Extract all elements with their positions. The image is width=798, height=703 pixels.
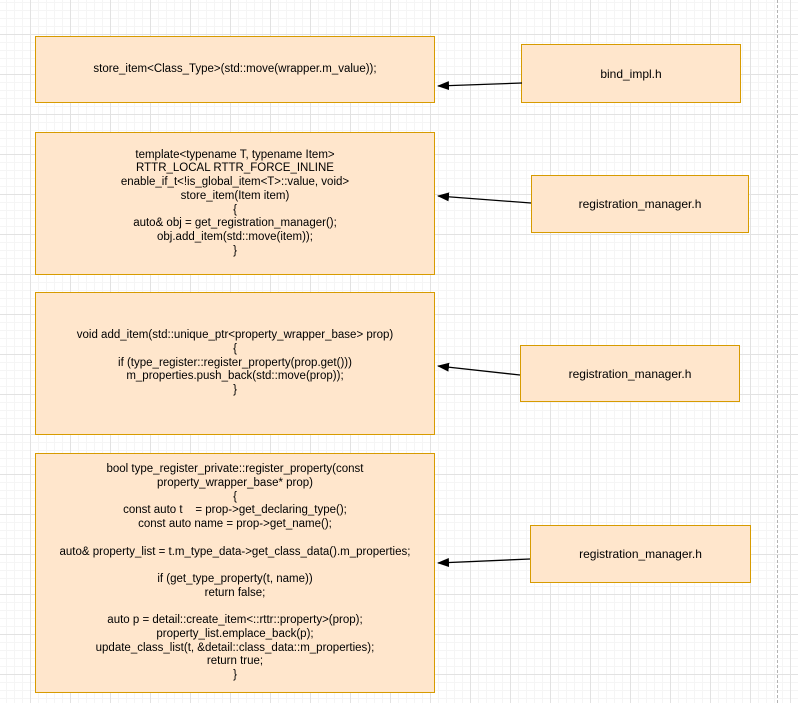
arrow-reg-mgr-to-add-item[interactable] xyxy=(437,362,521,376)
code-box-store-call[interactable]: store_item<Class_Type>(std::move(wrapper… xyxy=(35,36,435,103)
arrow-bind-impl-to-store-call[interactable] xyxy=(437,81,523,91)
file-box-registration-manager-3[interactable]: registration_manager.h xyxy=(530,525,751,583)
file-label: registration_manager.h xyxy=(568,366,692,381)
arrow-reg-mgr-to-store-item[interactable] xyxy=(437,192,532,204)
code-box-add-item[interactable]: void add_item(std::unique_ptr<property_w… xyxy=(35,292,435,435)
arrow-reg-mgr-to-register-property[interactable] xyxy=(437,558,531,568)
code-text: bool type_register_private::register_pro… xyxy=(59,463,411,681)
code-text: template<typename T, typename Item> RTTR… xyxy=(120,148,350,257)
file-label: registration_manager.h xyxy=(578,197,702,211)
page-boundary-line xyxy=(777,0,778,703)
file-label: bind_impl.h xyxy=(600,66,662,81)
code-text: store_item<Class_Type>(std::move(wrapper… xyxy=(93,62,377,75)
file-box-bind-impl[interactable]: bind_impl.h xyxy=(521,44,741,103)
file-box-registration-manager-1[interactable]: registration_manager.h xyxy=(531,175,749,233)
file-box-registration-manager-2[interactable]: registration_manager.h xyxy=(520,345,740,402)
code-text: void add_item(std::unique_ptr<property_w… xyxy=(76,329,394,397)
file-label: registration_manager.h xyxy=(579,547,702,561)
code-box-store-item[interactable]: template<typename T, typename Item> RTTR… xyxy=(35,132,435,275)
code-box-register-property[interactable]: bool type_register_private::register_pro… xyxy=(35,453,435,693)
